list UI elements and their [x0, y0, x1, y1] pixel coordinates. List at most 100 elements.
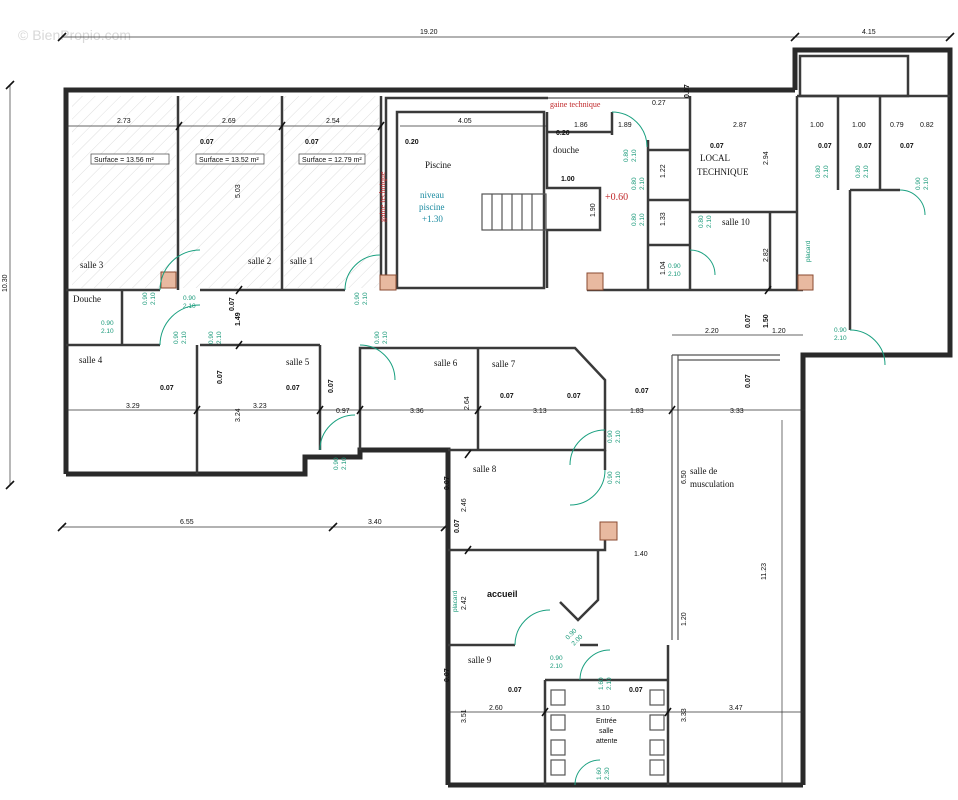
- label-local: LOCAL: [700, 153, 730, 163]
- dim-1123: 11.23: [761, 563, 768, 580]
- dim-104: 1.04: [660, 261, 667, 275]
- label-entree: Entrée: [596, 718, 617, 725]
- door-w-1: 0.90: [142, 292, 149, 305]
- label-niveau: niveau: [420, 190, 444, 200]
- dim-salle5-width: 3.23: [253, 403, 267, 410]
- dim-left-total: 10.30: [2, 274, 9, 292]
- dim-left-bottom-b: 3.40: [368, 519, 382, 526]
- label-salle9: salle 9: [468, 655, 492, 665]
- dim-top-right: 4.15: [862, 29, 876, 36]
- door-h-10: 2.10: [615, 471, 622, 484]
- door-h-13: 2.10: [639, 213, 646, 226]
- dim-333b: 3.33: [681, 708, 688, 722]
- door-swings: [159, 111, 926, 786]
- label-musculation-1: salle de: [690, 466, 717, 476]
- dim-007-e: 0.07: [858, 143, 872, 150]
- door-w-23: 1.60: [596, 767, 603, 780]
- door-w-13: 0.80: [631, 213, 638, 226]
- surface-salle2: Surface = 13.52 m²: [199, 157, 259, 164]
- dim-333a: 3.33: [730, 408, 744, 415]
- label-salle10: salle 10: [722, 217, 750, 227]
- door-h-16: 2.10: [823, 165, 830, 178]
- dim-salle3-width: 2.73: [117, 118, 131, 125]
- dim-650: 6.50: [681, 470, 688, 484]
- label-entree-attente: attente: [596, 738, 618, 745]
- door-w-21: 0.90: [550, 655, 563, 662]
- dim-100b: 1.00: [852, 122, 866, 129]
- label-salle2: salle 2: [248, 256, 271, 266]
- door-w-14: 0.80: [698, 215, 705, 228]
- door-w-8: 0.90: [333, 457, 340, 470]
- dim-salle2-width: 2.69: [222, 118, 236, 125]
- dim-140: 1.40: [634, 551, 648, 558]
- columns: [160, 271, 814, 541]
- door-h-5: 2.10: [181, 331, 188, 344]
- dim-027: 0.27: [652, 100, 666, 107]
- door-w-16: 0.80: [815, 165, 822, 178]
- dim-007-l: 0.07: [286, 385, 300, 392]
- dim-007-v: 0.07: [684, 84, 691, 98]
- door-h-1: 2.10: [150, 292, 157, 305]
- dim-310: 3.10: [596, 705, 610, 712]
- surface-salle3: Surface = 13.56 m²: [94, 157, 154, 164]
- dim-100a: 1.00: [810, 122, 824, 129]
- interior-dim-lines: [66, 125, 805, 785]
- door-h-2: 2.10: [183, 303, 196, 310]
- dim-190: 1.90: [590, 203, 597, 217]
- dimension-labels: 2.73 2.69 2.54 4.05 1.86 1.89 2.87 1.00 …: [117, 84, 934, 723]
- salle1-hatch: [284, 96, 379, 288]
- door-w-4: 0.90: [101, 320, 114, 327]
- dim-082: 0.82: [920, 122, 934, 129]
- dim-246: 2.46: [461, 498, 468, 512]
- room-labels: salle 3 salle 2 salle 1 Piscine niveau p…: [73, 145, 812, 745]
- label-niveau-piscine: piscine: [419, 202, 445, 212]
- dim-120a: 1.20: [772, 328, 786, 335]
- dim-shower-width: 1.86: [574, 122, 588, 129]
- door-w-15: 0.90: [668, 263, 681, 270]
- dim-149: 1.49: [235, 312, 242, 326]
- salle2-hatch: [180, 96, 280, 288]
- dim-150: 1.50: [763, 314, 770, 328]
- dim-264: 2.64: [464, 396, 471, 410]
- door-w-11: 0.80: [623, 149, 630, 162]
- dim-100c: 1.00: [561, 176, 575, 183]
- door-h-17: 2.10: [863, 165, 870, 178]
- label-gaine-top: gaine technique: [550, 100, 601, 109]
- dim-183: 1.83: [630, 408, 644, 415]
- door-w-7: 0.90: [374, 331, 381, 344]
- dim-097: 0.97: [336, 408, 350, 415]
- dim-020-a: 0.20: [405, 139, 419, 146]
- label-niveau-value: +1.30: [422, 214, 443, 224]
- watermark: © BienPropio.com: [18, 27, 131, 43]
- dim-120b: 1.20: [681, 612, 688, 626]
- dim-079: 0.79: [890, 122, 904, 129]
- label-salle1: salle 1: [290, 256, 313, 266]
- dim-007-g: 0.07: [745, 314, 752, 328]
- dim-282: 2.82: [763, 248, 770, 262]
- interior-walls: [66, 54, 950, 785]
- dim-tech-width: 2.87: [733, 122, 747, 129]
- dim-007-a: 0.07: [200, 139, 214, 146]
- dim-salle9-width: 2.60: [489, 705, 503, 712]
- dim-007-p: 0.07: [635, 388, 649, 395]
- door-w-18: 0.90: [915, 177, 922, 190]
- dim-007-i: 0.07: [217, 370, 224, 384]
- label-salle3: salle 3: [80, 260, 104, 270]
- surface-salle1: Surface = 12.79 m²: [302, 157, 362, 164]
- dim-294: 2.94: [763, 151, 770, 165]
- door-h-22: 2.10: [606, 677, 613, 690]
- gaine-annotations: gaine technique gaine technique: [378, 100, 601, 222]
- door-h-9: 2.10: [615, 430, 622, 443]
- dim-007-t: 0.07: [508, 687, 522, 694]
- door-w-2: 0.90: [183, 295, 196, 302]
- dim-242: 2.42: [461, 596, 468, 610]
- dim-top-total: 19.20: [420, 29, 438, 36]
- dim-220: 2.20: [705, 328, 719, 335]
- door-h-23: 2.30: [604, 767, 611, 780]
- door-w-6: 0.90: [208, 331, 215, 344]
- label-musculation-2: musculation: [690, 479, 734, 489]
- dim-324: 3.24: [235, 408, 242, 422]
- label-technique: TECHNIQUE: [697, 167, 749, 177]
- salle3-hatch: [72, 96, 176, 288]
- label-douche-left: Douche: [73, 294, 101, 304]
